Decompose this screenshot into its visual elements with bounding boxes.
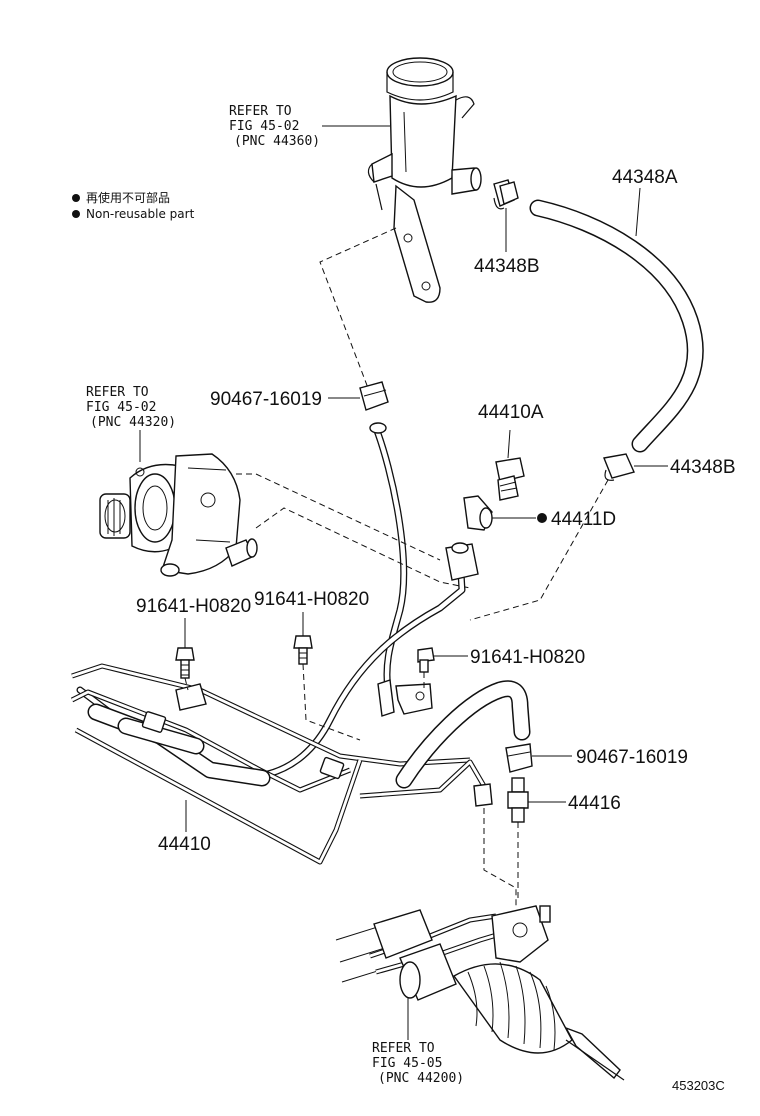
return-pipe-drawing: [369, 422, 408, 694]
steering-gear-drawing: [335, 905, 625, 1081]
label-44348b-right: 44348B: [670, 457, 736, 478]
label-44410: 44410: [158, 834, 211, 855]
non-reusable-marker-icon: [72, 194, 80, 202]
pump-drawing: [99, 430, 258, 577]
legend-japanese: 再使用不可部品: [86, 190, 170, 205]
label-91641-mid: 91641-H0820: [254, 589, 369, 610]
refer-pump-line3: (PNC 44320): [90, 415, 176, 430]
legend-english: Non-reusable part: [86, 207, 195, 221]
legend: 再使用不可部品 Non-reusable part: [72, 190, 195, 221]
label-44410a: 44410A: [478, 402, 544, 423]
pipe-fitting-drawing: [473, 783, 493, 807]
label-90467-right: 90467-16019: [576, 747, 688, 768]
label-44416: 44416: [568, 793, 621, 814]
union-bolt-44410a-drawing: [495, 457, 525, 501]
label-44348b-top: 44348B: [474, 256, 540, 277]
clamp-44348b-right-drawing: [603, 453, 635, 481]
label-90467-top: 90467-16019: [210, 389, 322, 410]
refer-reservoir-line2: FIG 45-02: [229, 119, 299, 134]
clip-90467-right-drawing: [505, 743, 533, 773]
non-reusable-marker-icon: [72, 210, 80, 218]
label-44348a: 44348A: [612, 167, 678, 188]
clip-90467-top-drawing: [359, 381, 389, 411]
gasket-44411d-drawing: [463, 495, 493, 531]
bolt-91641-mid-drawing: [293, 635, 313, 665]
refer-reservoir-line1: REFER TO: [229, 104, 292, 119]
figure-code: 453203C: [672, 1078, 725, 1093]
non-reusable-marker-icon: [537, 513, 547, 523]
refer-gear-line3: (PNC 44200): [378, 1071, 464, 1086]
label-91641-right: 91641-H0820: [470, 647, 585, 668]
refer-pump-line1: REFER TO: [86, 385, 149, 400]
pressure-hose-44410-drawing: [70, 542, 531, 865]
refer-gear-line1: REFER TO: [372, 1041, 435, 1056]
tube-44416-drawing: [507, 777, 529, 823]
refer-gear-line2: FIG 45-05: [372, 1056, 442, 1071]
refer-reservoir: REFER TO FIG 45-02 (PNC 44360): [229, 104, 320, 149]
hose-44348a-drawing: [529, 199, 704, 453]
label-91641-left: 91641-H0820: [136, 596, 251, 617]
refer-pump-line2: FIG 45-02: [86, 400, 156, 415]
bolt-91641-left-drawing: [175, 647, 195, 679]
bolt-91641-right-drawing: [417, 647, 435, 673]
refer-gear: REFER TO FIG 45-05 (PNC 44200): [372, 1041, 464, 1086]
label-44411d: 44411D: [551, 509, 616, 530]
reservoir-drawing: [367, 57, 482, 303]
refer-pump: REFER TO FIG 45-02 (PNC 44320): [86, 385, 176, 430]
refer-reservoir-line3: (PNC 44360): [234, 134, 320, 149]
clamp-44348b-top-drawing: [493, 179, 519, 210]
